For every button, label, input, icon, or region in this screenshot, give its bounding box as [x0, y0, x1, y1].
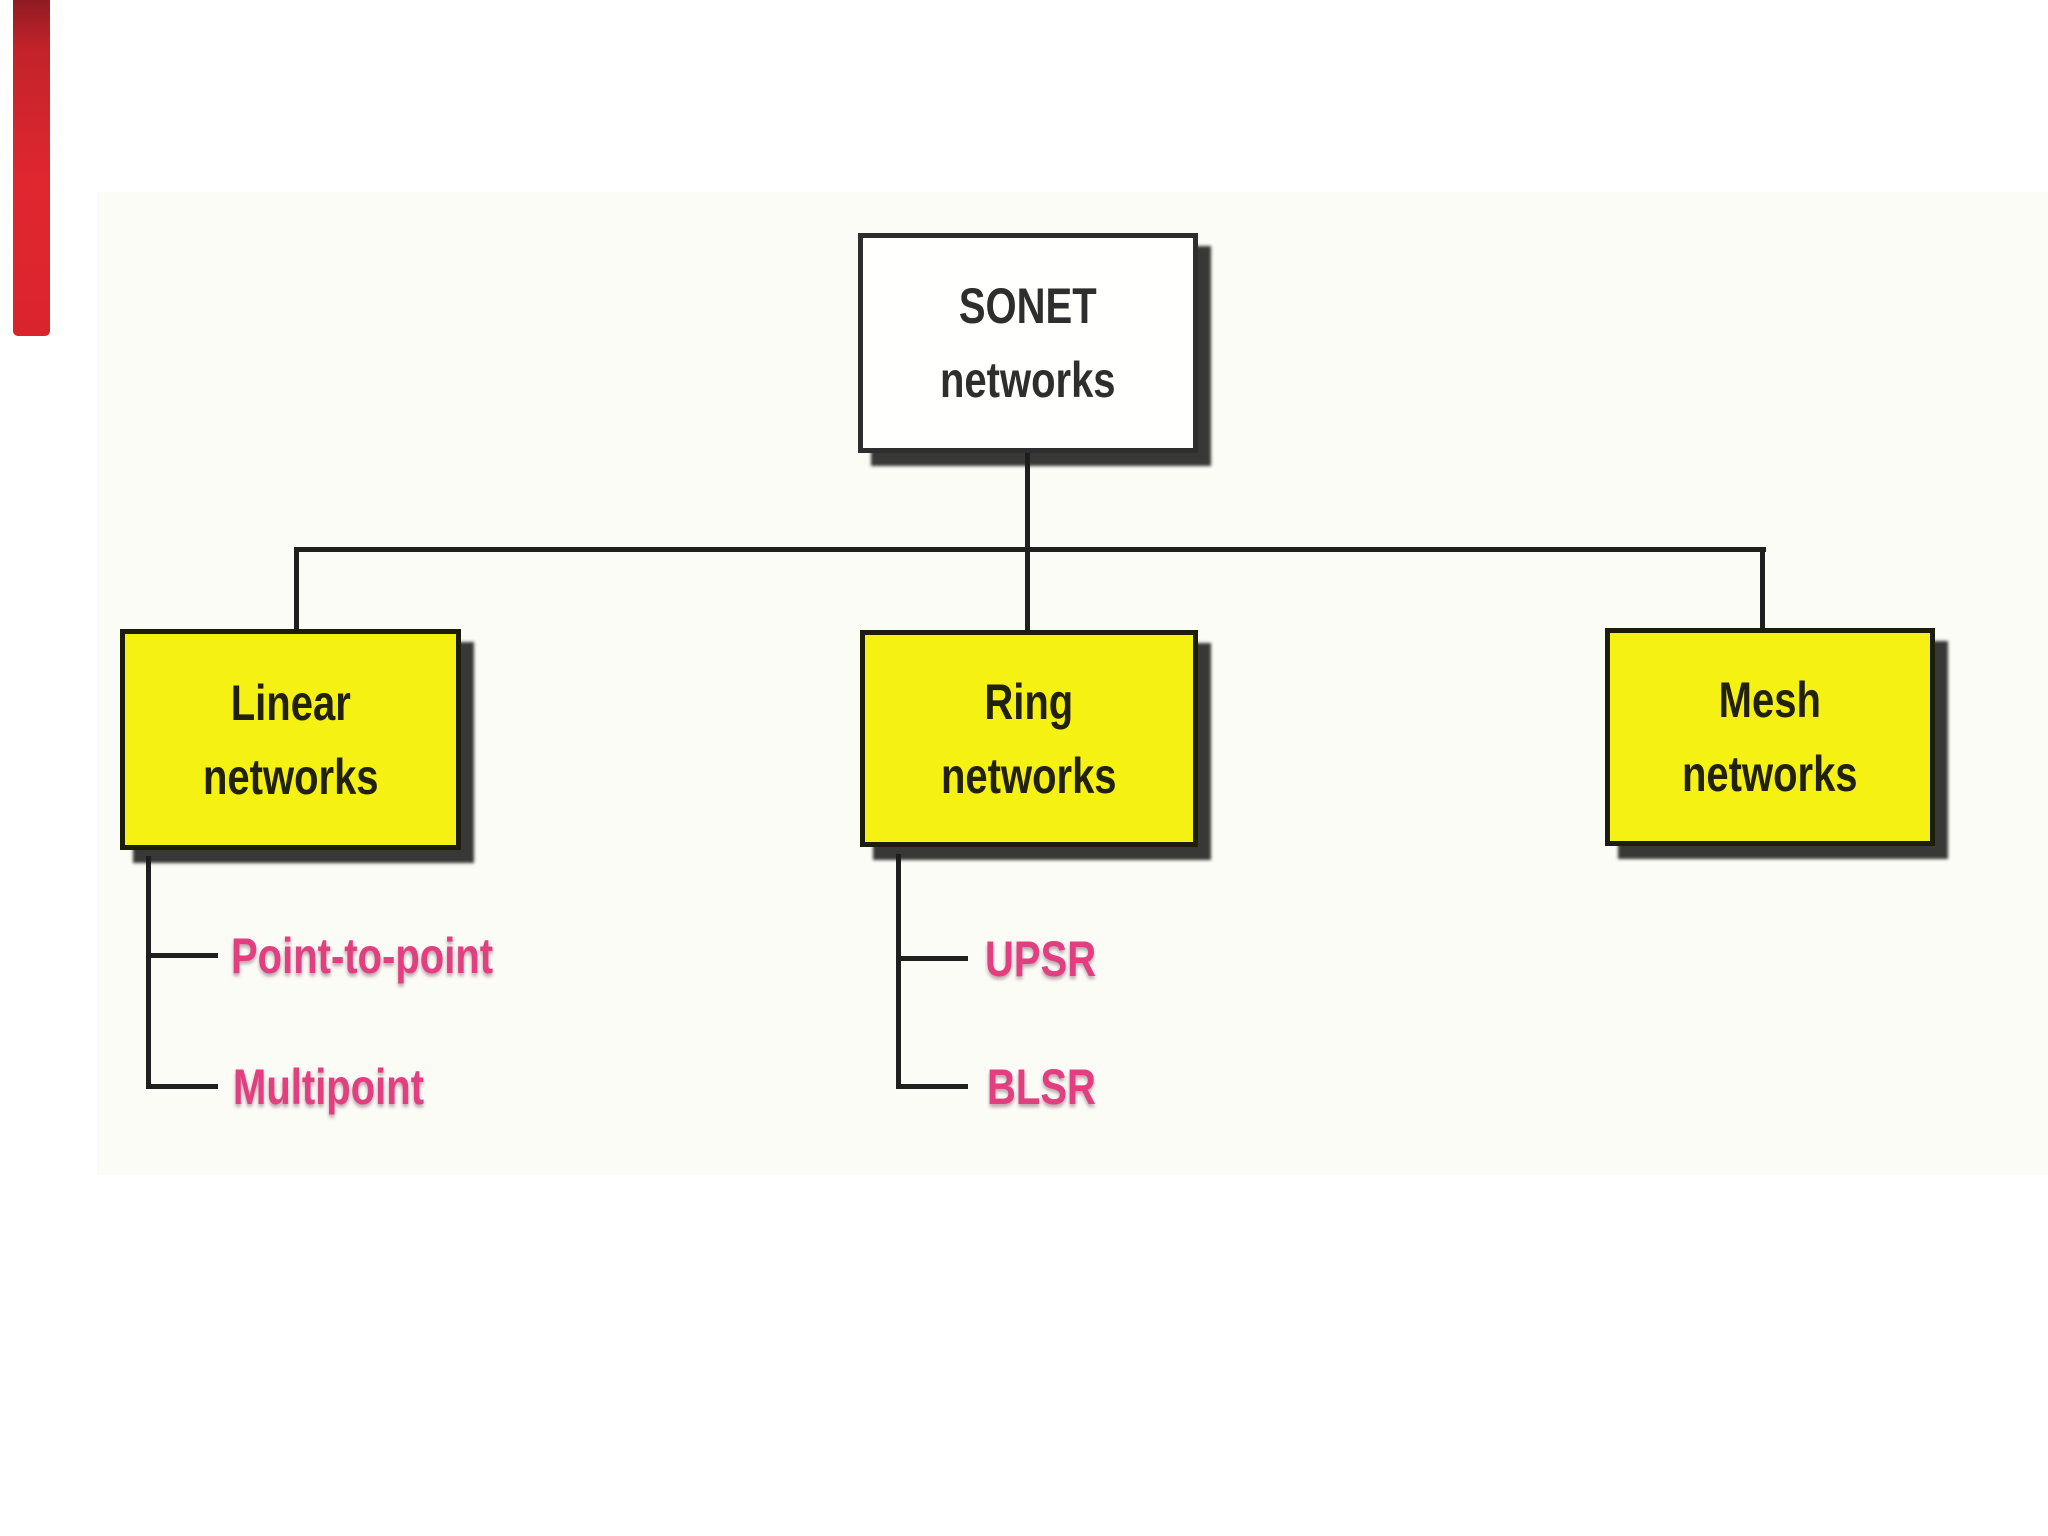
connector-point-to-point-tick	[146, 953, 218, 958]
leaf-label-blsr: BLSR	[987, 1059, 1096, 1115]
leaf-label-multipoint: Multipoint	[233, 1059, 425, 1115]
connector-multipoint-tick	[146, 1084, 218, 1089]
connector-blsr-tick	[896, 1084, 968, 1089]
connector-ring-branch	[896, 854, 901, 1089]
connector-trunk	[294, 547, 1766, 552]
connector-linear-drop	[294, 547, 299, 634]
connector-root-drop	[1025, 450, 1030, 634]
node-label-mesh-networks: Mesh networks	[1682, 672, 1858, 802]
node-label-ring-networks: Ring networks	[941, 673, 1117, 804]
node-label-sonet-networks: SONET networks	[940, 278, 1116, 408]
leaf-label-upsr: UPSR	[985, 931, 1097, 987]
connector-mesh-drop	[1760, 547, 1765, 633]
node-mesh-networks: Mesh networks	[1605, 628, 1935, 846]
connector-linear-branch	[146, 856, 151, 1089]
node-linear-networks: Linear networks	[120, 629, 461, 850]
leaf-label-point-to-point: Point-to-point	[231, 928, 494, 984]
node-sonet-networks: SONET networks	[858, 233, 1198, 453]
node-ring-networks: Ring networks	[860, 630, 1198, 847]
connector-upsr-tick	[896, 956, 968, 961]
node-label-linear-networks: Linear networks	[202, 674, 379, 805]
red-accent-bar	[13, 0, 50, 336]
